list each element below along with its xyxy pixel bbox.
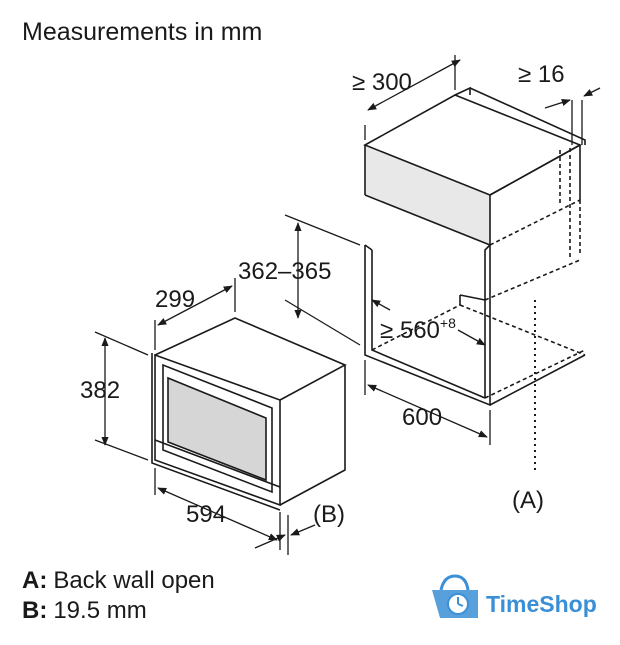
dim-opening-width [364,360,491,445]
label-appliance-width: 594 [186,501,226,528]
dim-cabinet-height [284,214,361,346]
label-opening-depth: ≥ 560+8 [380,315,456,344]
label-gap-side: ≥ 16 [518,61,565,88]
legend-a: A:Back wall open [22,567,215,594]
dim-opening-depth [371,299,486,346]
appliance-drawing [151,317,347,511]
timeshop-watermark: TimeShop [432,574,597,618]
diagram-title: Measurements in mm [22,18,262,46]
label-cabinet-depth: ≥ 300 [352,69,412,96]
label-b-marker: (B) [313,501,345,528]
cabinet-drawing [363,86,586,407]
shopping-bag-clock-icon [432,574,478,618]
legend: A:Back wall open B:19.5 mm [22,567,215,624]
dim-appliance-width [154,468,281,550]
dim-appliance-height [94,331,149,461]
label-cabinet-height: 362–365 [238,258,331,285]
label-appliance-height: 382 [80,377,120,404]
dim-gap-side [544,87,601,145]
label-opening-width: 600 [402,404,442,431]
dim-cabinet-depth [364,55,461,140]
dim-appliance-depth [154,278,236,350]
label-a-marker: (A) [512,487,544,514]
legend-b: B:19.5 mm [22,597,147,624]
dim-b [254,515,316,555]
label-appliance-depth: 299 [155,286,195,313]
watermark-text: TimeShop [486,591,597,617]
